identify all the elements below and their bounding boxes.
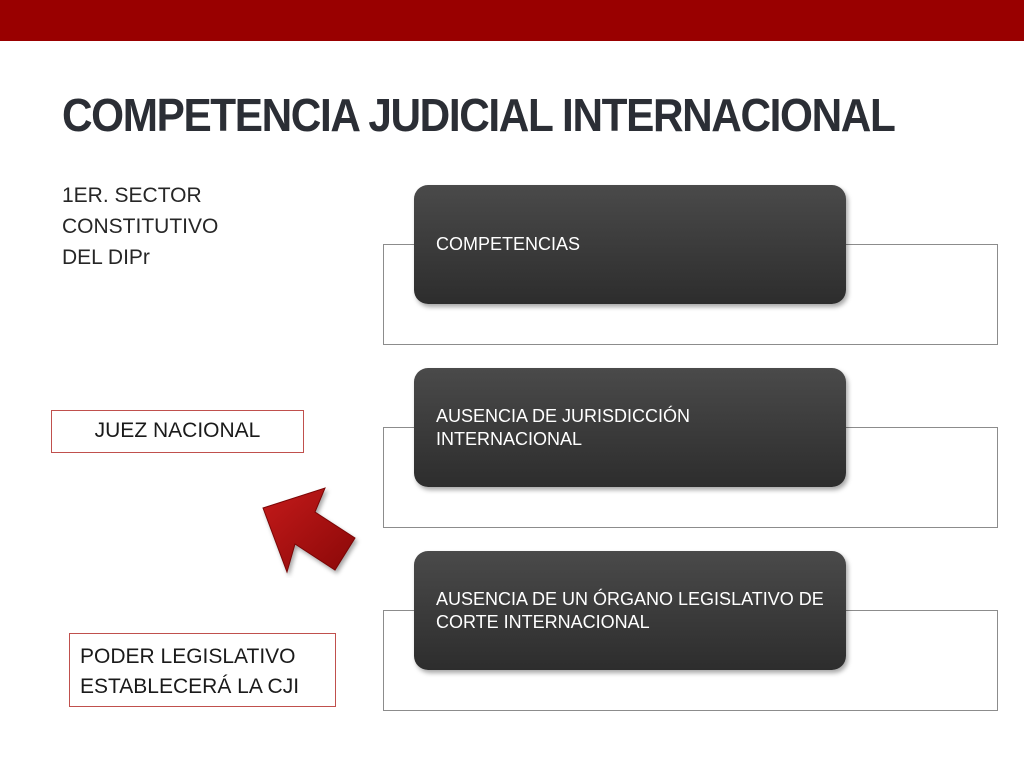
diagram-item-ausencia-jurisdiccion: AUSENCIA DE JURISDICCIÓN INTERNACIONAL xyxy=(414,368,846,487)
subtitle-line: 1ER. SECTOR xyxy=(62,184,202,207)
slide-subtitle: 1ER. SECTOR CONSTITUTIVO DEL DIPr xyxy=(62,180,302,273)
diagram-item-competencias: COMPETENCIAS xyxy=(414,185,846,304)
callout-line: PODER LEGISLATIVO xyxy=(80,645,296,668)
top-accent-bar xyxy=(0,0,1024,41)
arrow-up-left-icon xyxy=(262,487,356,574)
subtitle-line: CONSTITUTIVO xyxy=(62,215,219,238)
diagram-item-label: AUSENCIA DE JURISDICCIÓN INTERNACIONAL xyxy=(436,405,691,449)
diagram-item-label: COMPETENCIAS xyxy=(436,234,581,254)
diagram-item-ausencia-organo: AUSENCIA DE UN ÓRGANO LEGISLATIVO DE COR… xyxy=(414,551,846,670)
callout-juez-nacional: JUEZ NACIONAL xyxy=(51,410,304,453)
diagram-item-label: AUSENCIA DE UN ÓRGANO LEGISLATIVO DE COR… xyxy=(436,588,824,632)
slide-title: COMPETENCIA JUDICIAL INTERNACIONAL xyxy=(62,89,896,141)
subtitle-line: DEL DIPr xyxy=(62,246,150,269)
callout-label: JUEZ NACIONAL xyxy=(94,419,261,442)
callout-poder-legislativo: PODER LEGISLATIVO ESTABLECERÁ LA CJI xyxy=(69,633,336,707)
callout-line: ESTABLECERÁ LA CJI xyxy=(80,675,300,698)
